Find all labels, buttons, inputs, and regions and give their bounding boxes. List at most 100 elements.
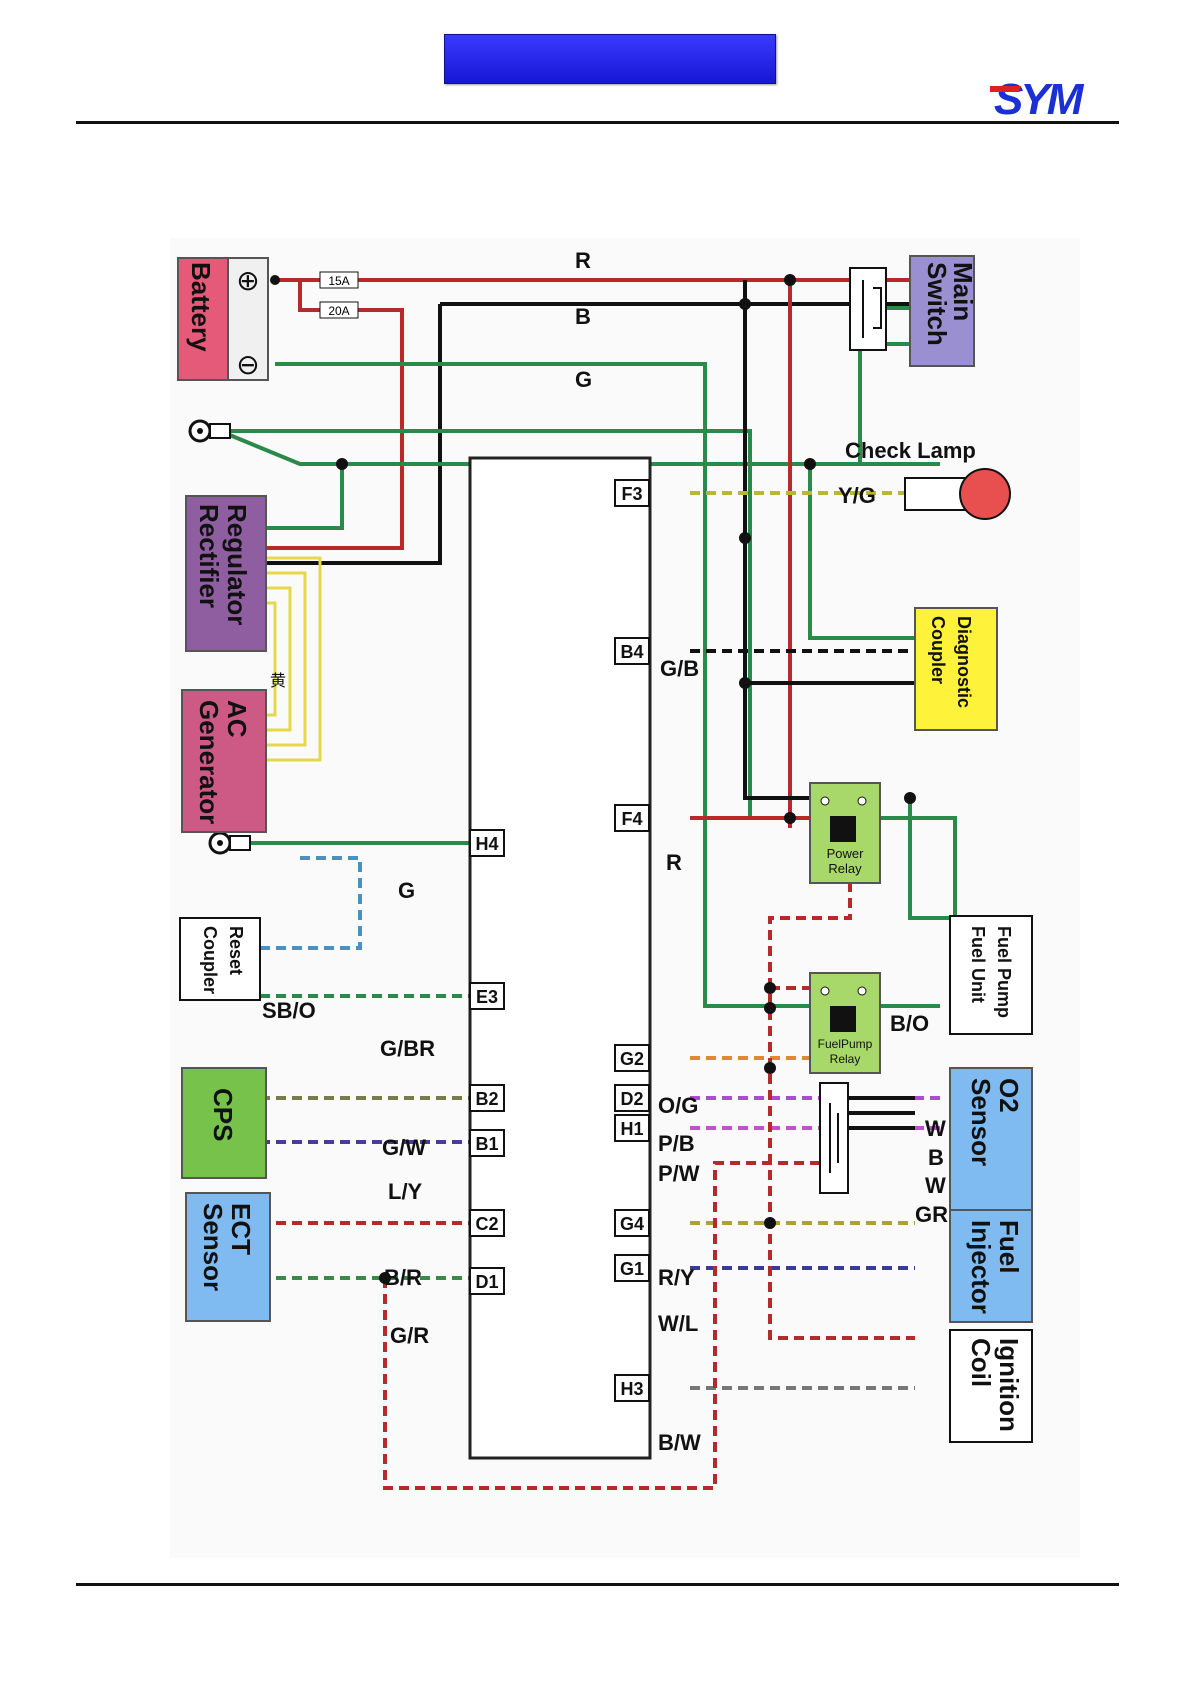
fuel-pump-relay-label-1: FuelPump <box>818 1037 873 1051</box>
wire-g-frame <box>219 429 940 466</box>
pin-f4: F4 <box>621 809 642 829</box>
generator-label-2: Generator <box>194 700 224 824</box>
pin-b4: B4 <box>620 642 643 662</box>
battery: Battery ⊕ ⊖ <box>177 257 269 381</box>
fuse-15a <box>319 271 359 289</box>
reset-label-1: Reset <box>226 926 246 975</box>
wire-label-br: B/R <box>384 1265 422 1290</box>
ect-sensor: ECT Sensor <box>185 1192 271 1322</box>
ect-label-1: ECT <box>226 1203 256 1255</box>
wire-label-g2: G <box>398 878 415 903</box>
ground-terminal-2-icon <box>208 831 251 855</box>
fuse-20a <box>319 301 359 319</box>
fuel-pump-relay: FuelPump Relay <box>809 972 881 1074</box>
cps-label: CPS <box>208 1088 238 1141</box>
header-rule <box>76 121 1119 124</box>
power-relay: Power Relay <box>809 782 881 884</box>
ac-generator: AC Generator <box>181 689 267 833</box>
fuse-20a-label: 20A <box>328 304 349 318</box>
wire-label-w1: W <box>925 1116 946 1141</box>
wire-g-diag <box>808 464 915 640</box>
fuel-pump-unit: Fuel Pump Fuel Unit <box>949 915 1033 1035</box>
wire-label-pb: P/B <box>658 1131 695 1156</box>
wire-label-b: B <box>575 304 591 329</box>
wire-label-r2: R <box>666 850 682 875</box>
pin-f3: F3 <box>621 484 642 504</box>
diagnostic-coupler: Diagnostic Coupler <box>914 607 998 731</box>
power-relay-label-2: Relay <box>828 861 862 876</box>
reset-label-2: Coupler <box>200 926 220 994</box>
logo-text: SYM <box>994 75 1085 122</box>
main-switch: Main Switch <box>909 255 978 367</box>
wire-gr-loop <box>383 1161 830 1490</box>
wire-label-gr2: GR <box>915 1202 948 1227</box>
ignition-coil: Ignition Coil <box>949 1329 1033 1443</box>
regulator-label-1: Regulator <box>222 504 252 625</box>
wire-label-gb: G/B <box>660 656 699 681</box>
wire-g-regulator <box>260 464 344 530</box>
generator-label-1: AC <box>222 700 252 738</box>
pin-e3: E3 <box>476 987 498 1007</box>
pin-d1: D1 <box>475 1272 498 1292</box>
main-switch-label-1: Main <box>948 262 978 321</box>
o2-connector <box>819 1082 849 1194</box>
check-lamp-icon <box>904 468 1011 520</box>
wire-label-bo: B/O <box>890 1011 929 1036</box>
battery-plus-icon: ⊕ <box>236 265 259 296</box>
ecu-block <box>468 456 652 1460</box>
wire-label-sbo: SB/O <box>262 998 316 1023</box>
wire-label-bw: B/W <box>658 1430 701 1455</box>
main-switch-label-2: Switch <box>922 262 952 346</box>
fuse-15a-label: 15A <box>328 274 349 288</box>
diagnostic-label-1: Diagnostic <box>954 616 974 708</box>
fuel-injector: Fuel Injector <box>949 1209 1033 1323</box>
wire-label-ly: L/Y <box>388 1179 423 1204</box>
pin-g1: G1 <box>620 1259 644 1279</box>
wire-label-yg: Y/G <box>838 483 876 508</box>
ignition-label-2: Coil <box>966 1338 996 1387</box>
wire-label-wl: W/L <box>658 1311 698 1336</box>
wire-label-g: G <box>575 367 592 392</box>
o2-sensor: O2 Sensor <box>949 1067 1033 1211</box>
regulator-label-2: Rectifier <box>194 504 224 608</box>
wire-label-w2: W <box>925 1173 946 1198</box>
pin-h3: H3 <box>620 1379 643 1399</box>
fuel-pump-relay-label-2: Relay <box>830 1052 861 1066</box>
sym-logo: SYM <box>986 72 1120 124</box>
wire-label-pw: P/W <box>658 1161 700 1186</box>
o2-label-2: Sensor <box>966 1078 996 1166</box>
power-relay-label-1: Power <box>827 846 865 861</box>
wire-label-gr: G/R <box>390 1323 429 1348</box>
yellow-wire-mark: 黄 <box>270 672 286 690</box>
wire-b-relay <box>743 280 830 800</box>
pin-h1: H1 <box>620 1119 643 1139</box>
fuel-pump-label-2: Fuel Unit <box>968 926 988 1003</box>
regulator-rectifier: Regulator Rectifier <box>185 495 267 652</box>
diagnostic-label-2: Coupler <box>928 616 948 684</box>
battery-label: Battery <box>186 262 216 352</box>
wire-label-ry: R/Y <box>658 1265 695 1290</box>
pin-h4: H4 <box>475 834 498 854</box>
wiring-diagram: 15A 20A F3 B4 F4 H4 E3 G2 D2 H1 B2 B1 G4… <box>170 238 1080 1558</box>
pin-b1: B1 <box>475 1134 498 1154</box>
wire-label-og: O/G <box>658 1093 698 1118</box>
pin-g4: G4 <box>620 1214 644 1234</box>
wire-label-gw: G/W <box>382 1135 426 1160</box>
wire-label-b3: B <box>928 1145 944 1170</box>
battery-minus-icon: ⊖ <box>236 349 259 380</box>
footer-rule <box>76 1583 1119 1586</box>
cps-sensor: CPS <box>181 1067 267 1179</box>
fuel-pump-label-1: Fuel Pump <box>994 926 1014 1018</box>
ignition-label-1: Ignition <box>994 1338 1024 1432</box>
ground-terminal-icon <box>188 419 231 443</box>
pin-c2: C2 <box>475 1214 498 1234</box>
pin-d2: D2 <box>620 1089 643 1109</box>
ect-label-2: Sensor <box>198 1203 228 1291</box>
wire-label-gbr: G/BR <box>380 1036 435 1061</box>
wire-ry-relay <box>768 818 915 1340</box>
wire-r-regulator <box>260 280 404 550</box>
reset-coupler: Reset Coupler <box>179 917 261 1001</box>
injector-label-2: Injector <box>966 1220 996 1314</box>
o2-label-1: O2 <box>994 1078 1024 1113</box>
pin-g2: G2 <box>620 1049 644 1069</box>
